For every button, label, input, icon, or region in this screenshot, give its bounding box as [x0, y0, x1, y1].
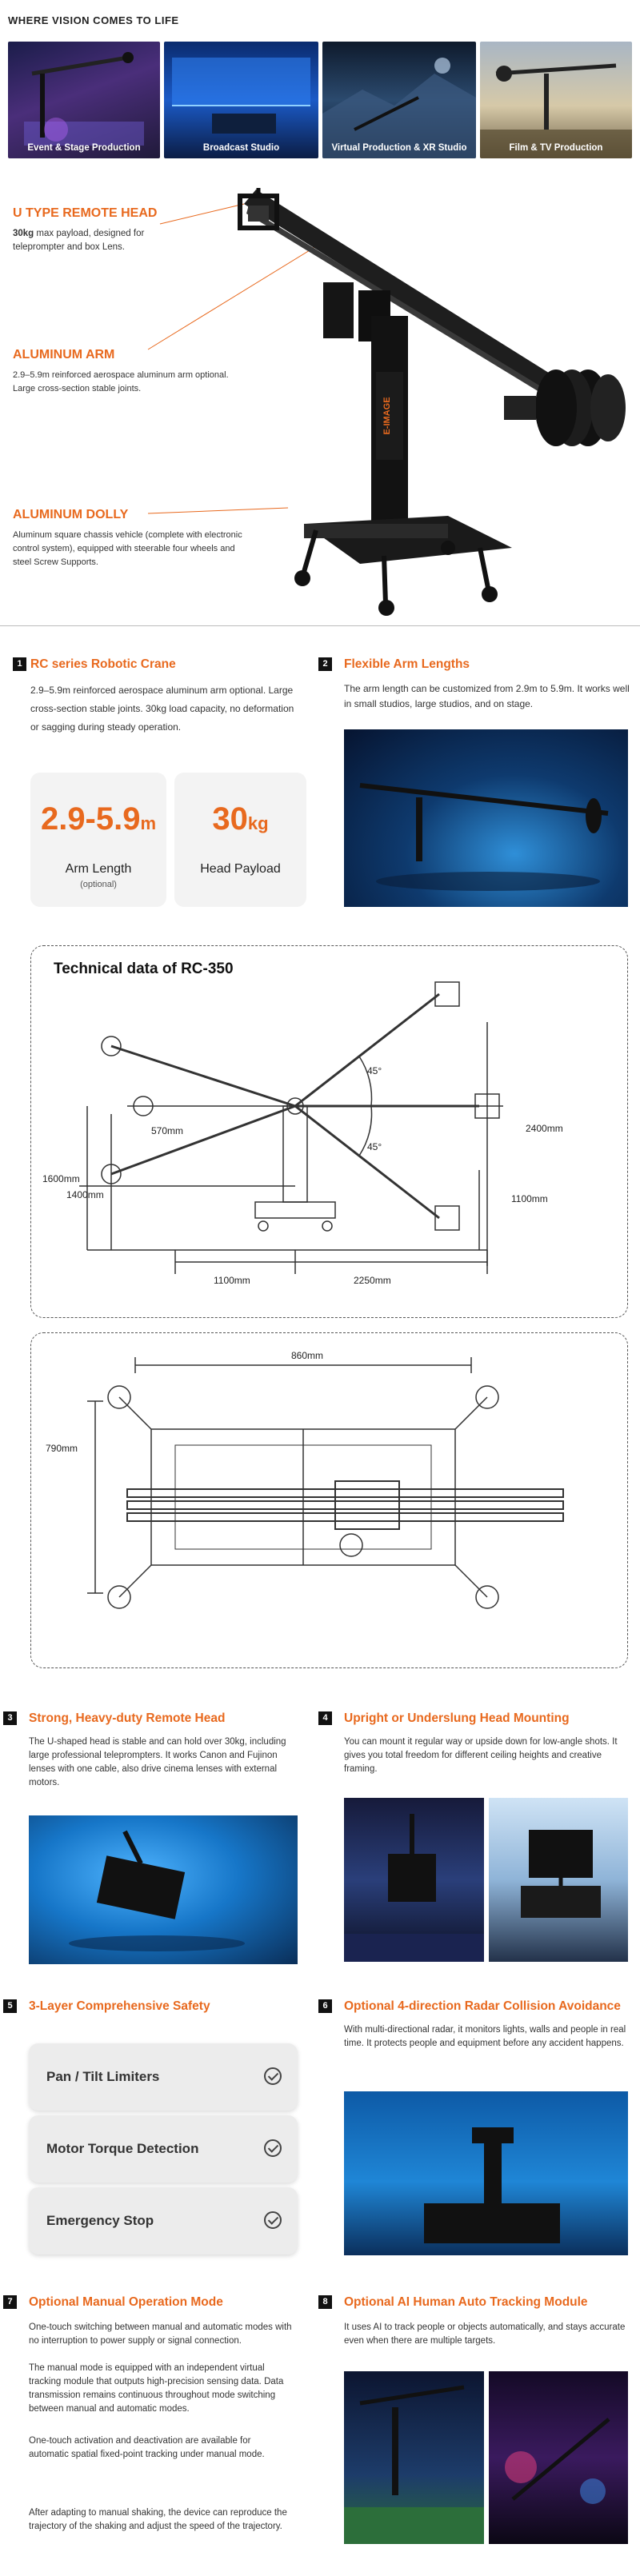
stat-value: 2.9-5.9 [40, 801, 141, 837]
broadcast-studio-image [172, 58, 310, 134]
tile-label: Virtual Production & XR Studio [331, 143, 467, 153]
dim-2250: 2250mm [354, 1275, 391, 1286]
feature-title: U TYPE REMOTE HEAD [13, 206, 158, 220]
section-desc: 2.9–5.9m reinforced aerospace aluminum a… [30, 685, 294, 733]
feature-title: ALUMINUM ARM [13, 348, 115, 361]
feature-highlight: 30kg [13, 229, 34, 238]
section-number: 4 [318, 1711, 332, 1725]
section-number: 8 [318, 2295, 332, 2309]
check-icon [264, 2067, 282, 2085]
tile-event-stage[interactable]: Event & Stage Production [8, 42, 160, 158]
section-desc: The manual mode is equipped with an inde… [29, 2363, 284, 2414]
ai-tracking-stage-image [489, 2371, 628, 2544]
radar-image [344, 2091, 628, 2255]
section-desc: The U-shaped head is stable and can hold… [29, 1737, 286, 1787]
angle-top-label: 45° [367, 1065, 382, 1076]
dim-1100-horizontal: 1100mm [214, 1275, 250, 1286]
dim-570: 570mm [151, 1125, 183, 1136]
feature-desc: 2.9–5.9m reinforced aerospace aluminum a… [13, 370, 229, 393]
section-desc: One-touch switching between manual and a… [29, 2322, 292, 2346]
tile-film-tv[interactable]: Film & TV Production [480, 42, 632, 158]
section-title: Optional 4-direction Radar Collision Avo… [344, 1999, 621, 2013]
feature-title: ALUMINUM DOLLY [13, 508, 129, 521]
feature-desc: Aluminum square chassis vehicle (complet… [13, 530, 242, 567]
section-desc: With multi-directional radar, it monitor… [344, 2025, 626, 2048]
safety-card-emergency-stop: Emergency Stop [29, 2187, 298, 2254]
virtual-production-image [322, 58, 476, 158]
stat-label: Head Payload [200, 862, 281, 876]
dim-1600: 1600mm [42, 1173, 80, 1184]
tile-virtual-production[interactable]: Virtual Production & XR Studio [322, 42, 476, 158]
section-title: Optional AI Human Auto Tracking Module [344, 2295, 588, 2309]
brand-logo: E-IMAGE [382, 397, 392, 434]
stat-unit: kg [247, 813, 269, 833]
crane-product-image: E-IMAGE [147, 188, 626, 616]
check-icon [264, 2139, 282, 2157]
angle-bottom-label: 45° [367, 1141, 382, 1152]
stat-card-head-payload: 30kg Head Payload [174, 773, 306, 907]
remote-head-image [29, 1815, 298, 1964]
section-desc: One-touch activation and deactivation ar… [29, 2436, 265, 2459]
page-header: WHERE VISION COMES TO LIFE [8, 14, 179, 26]
tile-broadcast-studio[interactable]: Broadcast Studio [164, 42, 318, 158]
tile-label: Broadcast Studio [202, 143, 280, 153]
feature-remote-head: U TYPE REMOTE HEAD 30kg max payload, des… [13, 206, 197, 254]
section-desc: After adapting to manual shaking, the de… [29, 2508, 287, 2531]
tile-label: Film & TV Production [509, 143, 603, 153]
tile-label: Event & Stage Production [27, 143, 141, 153]
dim-1100-vertical: 1100mm [511, 1193, 548, 1204]
check-icon [264, 2211, 282, 2229]
safety-label: Emergency Stop [46, 2213, 154, 2228]
technical-drawing-top: 860mm 790mm [30, 1332, 628, 1668]
stat-unit: m [140, 813, 157, 833]
section-number: 7 [3, 2295, 17, 2309]
section-number: 5 [3, 1999, 17, 2013]
safety-card-limiters: Pan / Tilt Limiters [29, 2043, 298, 2111]
section-title: Upright or Underslung Head Mounting [344, 1711, 570, 1725]
divider [0, 625, 640, 626]
dim-860: 860mm [291, 1350, 323, 1361]
technical-title: Technical data of RC-350 [54, 961, 234, 977]
section-desc: The arm length can be customized from 2.… [344, 683, 630, 709]
dim-1400: 1400mm [66, 1189, 104, 1200]
safety-label: Pan / Tilt Limiters [46, 2069, 160, 2084]
section-desc: You can mount it regular way or upside d… [344, 1737, 618, 1774]
film-tv-image [480, 63, 632, 158]
section-number: 2 [318, 657, 332, 671]
dim-2400: 2400mm [526, 1123, 563, 1134]
section-number: 1 [13, 657, 26, 671]
upright-mount-image [344, 1798, 484, 1962]
feature-desc: max payload, designed for teleprompter a… [13, 229, 145, 252]
safety-card-torque: Motor Torque Detection [29, 2115, 298, 2183]
feature-aluminum-arm: ALUMINUM ARM 2.9–5.9m reinforced aerospa… [13, 348, 229, 396]
section-title: Optional Manual Operation Mode [29, 2295, 223, 2309]
stat-value: 30 [212, 801, 248, 837]
section-title: 3-Layer Comprehensive Safety [29, 1999, 210, 2013]
safety-label: Motor Torque Detection [46, 2141, 199, 2156]
arm-length-image [344, 729, 628, 907]
dim-790: 790mm [46, 1443, 78, 1454]
section-desc: It uses AI to track people or objects au… [344, 2322, 626, 2346]
section-title: Flexible Arm Lengths [344, 657, 470, 671]
section-title: Strong, Heavy-duty Remote Head [29, 1711, 226, 1725]
stat-label: Arm Length [65, 862, 132, 876]
feature-aluminum-dolly: ALUMINUM DOLLY Aluminum square chassis v… [13, 508, 245, 569]
section-number: 6 [318, 1999, 332, 2013]
event-stage-image [24, 52, 144, 146]
underslung-mount-image [489, 1798, 628, 1962]
ai-tracking-stadium-image [344, 2371, 484, 2544]
technical-drawing-side: Technical data of RC-350 [30, 945, 628, 1318]
section-title: RC series Robotic Crane [30, 657, 176, 671]
stat-card-arm-length: 2.9-5.9m Arm Length (optional) [30, 773, 166, 907]
section-number: 3 [3, 1711, 17, 1725]
stat-sub: (optional) [80, 880, 117, 889]
